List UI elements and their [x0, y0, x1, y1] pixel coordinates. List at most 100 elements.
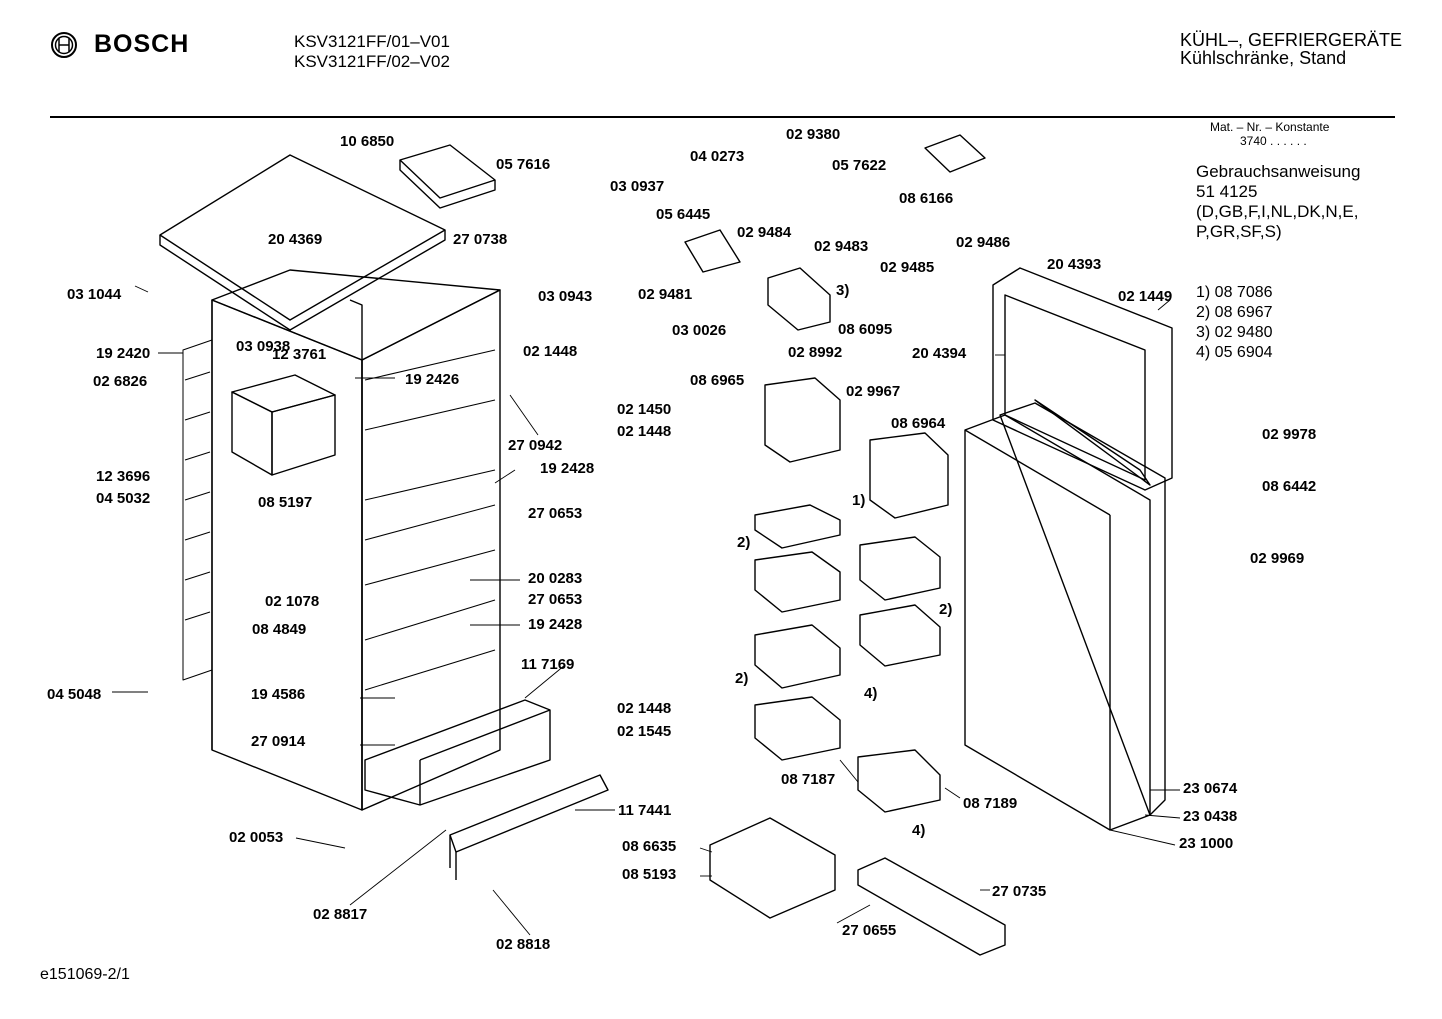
part-label: 27 0653	[528, 591, 583, 608]
part-label: 03 1044	[67, 286, 122, 303]
footnote: 1) 08 7086	[1196, 284, 1273, 301]
part-label: 02 9483	[814, 238, 869, 255]
part-label: 05 7622	[832, 157, 887, 174]
part-label: 08 6442	[1262, 478, 1317, 495]
part-label: 03 0943	[538, 288, 593, 305]
brand-name: BOSCH	[94, 30, 190, 58]
part-label: 11 7169	[521, 656, 575, 673]
category-line: Kühlschränke, Stand	[1180, 48, 1347, 68]
part-label: 08 6166	[899, 190, 954, 207]
part-label: 02 9481	[638, 286, 693, 303]
model-line: KSV3121FF/02–V02	[294, 52, 450, 71]
category-line: KÜHL–, GEFRIERGERÄTE	[1180, 30, 1403, 50]
part-label: 19 2426	[405, 371, 460, 388]
part-label: 02 9485	[880, 259, 935, 276]
part-label: 02 9969	[1250, 550, 1305, 567]
brand: BOSCH	[50, 30, 189, 59]
bosch-logo-icon	[51, 31, 77, 58]
part-label: 27 0942	[508, 437, 563, 454]
ice-tray-shape	[399, 144, 496, 209]
part-label: 08 4849	[252, 621, 307, 638]
model-numbers: KSV3121FF/01–V01 KSV3121FF/02–V02	[294, 32, 450, 72]
part-label: 02 6826	[93, 373, 148, 390]
part-label: 11 7441	[618, 802, 672, 819]
part-label: 2)	[735, 670, 749, 687]
material-constant: Mat. – Nr. – Konstante 3740 . . . . . .	[1210, 120, 1329, 148]
part-label: 03 0937	[610, 178, 665, 195]
footnote: 3) 02 9480	[1196, 324, 1273, 341]
manual-line: Gebrauchsanweisung	[1196, 162, 1361, 181]
part-label: 19 2420	[96, 345, 151, 362]
part-label: 20 4393	[1047, 256, 1102, 273]
manual-line: 51 4125	[1196, 182, 1258, 201]
manual-line: (D,GB,F,I,NL,DK,N,E,	[1196, 202, 1359, 221]
part-label: 23 0674	[1183, 780, 1238, 797]
part-label: 27 0653	[528, 505, 583, 522]
condenser-shape	[182, 339, 213, 681]
part-label: 02 8817	[313, 906, 368, 923]
freezer-box-shape	[231, 374, 336, 476]
header-rule	[50, 116, 1395, 118]
fridge-door-shape	[964, 399, 1166, 831]
part-label: 4)	[912, 822, 926, 839]
part-label: 02 1450	[617, 401, 672, 418]
part-label: 08 5197	[258, 494, 313, 511]
part-label: 02 1545	[617, 723, 672, 740]
door-shelves-shape	[709, 377, 1006, 956]
part-label: 08 6635	[622, 838, 677, 855]
footnote: 4) 05 6904	[1196, 344, 1273, 361]
part-label: 02 1449	[1118, 288, 1173, 305]
part-label: 04 0273	[690, 148, 745, 165]
part-label: 19 2428	[528, 616, 583, 633]
part-label: 27 0738	[453, 231, 508, 248]
thermostat-shape	[684, 134, 986, 331]
part-label: 02 1078	[265, 593, 320, 610]
part-label: 3)	[836, 282, 850, 299]
part-label: 08 7189	[963, 795, 1018, 812]
part-label: 20 4369	[268, 231, 323, 248]
part-label: 08 6964	[891, 415, 946, 432]
part-label: 20 4394	[912, 345, 967, 362]
material-heading: Mat. – Nr. – Konstante	[1210, 120, 1330, 134]
instruction-manual: Gebrauchsanweisung 51 4125 (D,GB,F,I,NL,…	[1196, 162, 1360, 242]
part-label: 2)	[939, 601, 953, 618]
category: KÜHL–, GEFRIERGERÄTE Kühlschränke, Stand	[1180, 31, 1402, 67]
footnote-list: 1) 08 7086 2) 08 6967 3) 02 9480 4) 05 6…	[1196, 283, 1273, 363]
footnote: 2) 08 6967	[1196, 304, 1273, 321]
part-label: 04 5048	[47, 686, 102, 703]
part-label: 02 9484	[737, 224, 792, 241]
material-value: 3740 . . . . . .	[1240, 134, 1307, 148]
cabinet-shape	[211, 269, 551, 811]
part-label: 2)	[737, 534, 751, 551]
part-label: 19 2428	[540, 460, 595, 477]
part-label: 1)	[852, 492, 866, 509]
part-label: 12 3696	[96, 468, 151, 485]
part-label: 27 0655	[842, 922, 897, 939]
part-label: 23 0438	[1183, 808, 1238, 825]
part-label: 08 7187	[781, 771, 836, 788]
part-label: 02 8992	[788, 344, 843, 361]
part-label: 23 1000	[1179, 835, 1234, 852]
part-label: 03 0026	[672, 322, 727, 339]
part-label: 27 0735	[992, 883, 1047, 900]
manual-line: P,GR,SF,S)	[1196, 222, 1282, 241]
part-label: 05 7616	[496, 156, 551, 173]
part-label: 04 5032	[96, 490, 151, 507]
part-label: 27 0914	[251, 733, 306, 750]
bottom-grille-shape	[449, 774, 609, 880]
part-label: 02 9486	[956, 234, 1011, 251]
part-label: 02 8818	[496, 936, 551, 953]
freezer-door-shape	[992, 267, 1173, 491]
part-label: 4)	[864, 685, 878, 702]
drawing-number: e151069-2/1	[40, 966, 130, 983]
part-label: 02 1448	[523, 343, 578, 360]
part-label: 12 3761	[272, 346, 327, 363]
part-label: 02 1448	[617, 700, 672, 717]
part-label: 02 1448	[617, 423, 672, 440]
part-label: 02 9978	[1262, 426, 1317, 443]
part-label: 03 0938	[236, 338, 291, 355]
model-line: KSV3121FF/01–V01	[294, 32, 450, 51]
part-label: 08 6965	[690, 372, 745, 389]
part-label: 08 5193	[622, 866, 677, 883]
